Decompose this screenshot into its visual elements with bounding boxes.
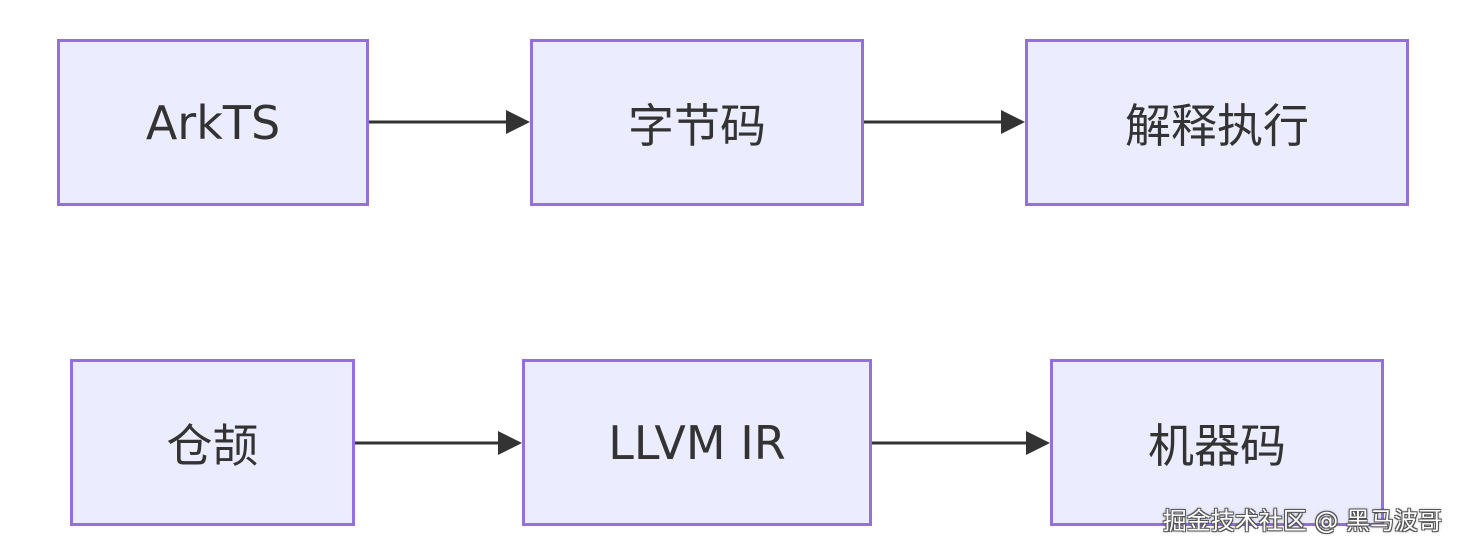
watermark: 掘金技术社区 @ 黑马波哥 xyxy=(1162,507,1442,535)
edge-arkts-to-bytecode xyxy=(369,110,530,134)
edge-cangjie-to-llvm xyxy=(355,431,522,455)
edge-llvm-to-machine xyxy=(872,431,1050,455)
node-llvm-ir-label: LLVM IR xyxy=(608,415,786,470)
edge-bytecode-to-interpret xyxy=(864,110,1025,134)
node-llvm-ir: LLVM IR xyxy=(522,359,872,526)
node-machine-code: 机器码 xyxy=(1050,359,1384,526)
node-arkts: ArkTS xyxy=(57,39,369,206)
node-interpret-label: 解释执行 xyxy=(1125,98,1309,153)
node-cangjie-label: 仓颉 xyxy=(166,418,259,473)
node-bytecode-label: 字节码 xyxy=(628,98,766,153)
node-machine-code-label: 机器码 xyxy=(1148,418,1286,473)
node-bytecode: 字节码 xyxy=(530,39,864,206)
node-cangjie: 仓颉 xyxy=(70,359,355,526)
node-interpret: 解释执行 xyxy=(1025,39,1409,206)
node-arkts-label: ArkTS xyxy=(145,95,281,150)
